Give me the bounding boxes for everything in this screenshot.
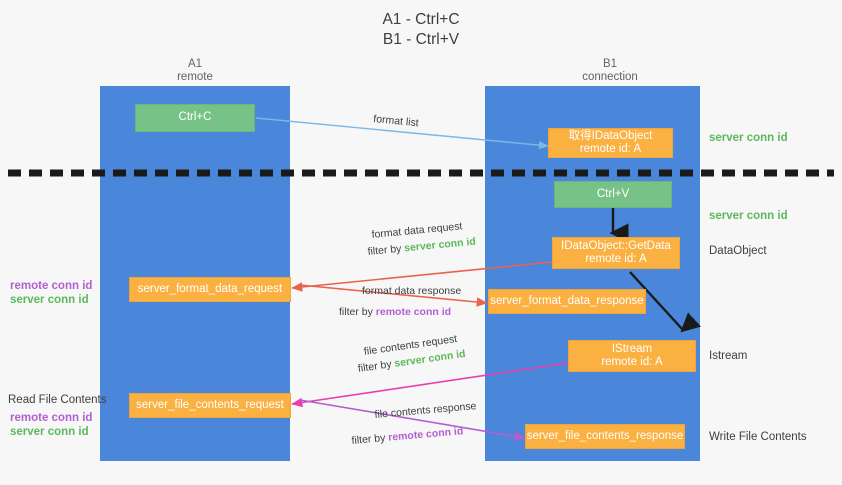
label-server-conn-id-2: server conn id: [10, 426, 89, 438]
node-server-format-data-response[interactable]: server_format_data_response: [488, 289, 646, 314]
label-dataobject: DataObject: [709, 245, 767, 257]
label-remote-conn-id-2: remote conn id: [10, 412, 93, 424]
label-server-conn-id-top: server conn id: [709, 132, 788, 144]
lane-header-b1: B1 connection: [555, 58, 665, 84]
filter-prefix-4: filter by: [351, 431, 389, 447]
node-getdata[interactable]: IDataObject::GetData remote id: A: [552, 237, 680, 269]
edge-label-format-data-response: format data response: [362, 285, 462, 297]
node-ctrl-c[interactable]: Ctrl+C: [135, 104, 255, 132]
filter-prefix-1: filter by: [367, 242, 405, 258]
node-istream-line2: remote id: A: [601, 356, 663, 368]
title-line-2: B1 - Ctrl+V: [382, 31, 460, 48]
edge-label-file-contents-response: file contents response: [374, 400, 477, 421]
node-getdata-line2: remote id: A: [585, 253, 647, 265]
label-conn-stack-bottom: remote conn id server conn id: [10, 411, 92, 439]
lane-b1-title: B1: [602, 58, 618, 70]
label-write-file-contents: Write File Contents: [709, 431, 807, 443]
node-getdata-line1: IDataObject::GetData: [561, 239, 671, 252]
title-line-1: A1 - Ctrl+C: [382, 11, 460, 28]
filter-prefix-3: filter by: [357, 357, 396, 375]
lane-a1-subtitle: remote: [177, 71, 213, 83]
label-server-conn-id-mid: server conn id: [709, 210, 788, 222]
diagram-title: A1 - Ctrl+C B1 - Ctrl+V: [0, 10, 842, 50]
node-server-format-data-response-label: server_format_data_response: [490, 294, 644, 307]
node-server-format-data-request-label: server_format_data_request: [137, 282, 283, 295]
edge-label-file-contents-response-filter: filter by remote conn id: [351, 424, 464, 448]
filter-prefix-2: filter by: [339, 306, 376, 318]
lane-b1-subtitle: connection: [582, 71, 638, 83]
lane-header-a1: A1 remote: [140, 58, 250, 84]
label-read-file-contents: Read File Contents: [8, 394, 107, 406]
node-istream-line1: IStream: [611, 342, 653, 355]
filter-target-4: remote conn id: [387, 425, 464, 444]
node-ctrl-v-label: Ctrl+V: [596, 187, 630, 200]
node-server-file-contents-response-label: server_file_contents_response: [526, 429, 684, 442]
lane-a1-title: A1: [187, 58, 203, 70]
label-istream: Istream: [709, 350, 748, 362]
edge-label-format-data-response-filter: filter by remote conn id: [339, 305, 451, 319]
node-get-idataobject-line2: remote id: A: [579, 143, 642, 155]
node-server-format-data-request[interactable]: server_format_data_request: [129, 277, 291, 302]
label-server-conn-id-1: server conn id: [10, 294, 89, 306]
node-get-idataobject-line1: 取得IDataObject: [568, 129, 653, 142]
label-remote-conn-id-1: remote conn id: [10, 280, 93, 292]
node-ctrl-c-label: Ctrl+C: [178, 111, 212, 124]
node-ctrl-v[interactable]: Ctrl+V: [554, 181, 672, 208]
node-server-file-contents-request[interactable]: server_file_contents_request: [129, 393, 291, 418]
node-get-idataobject[interactable]: 取得IDataObject remote id: A: [548, 128, 673, 158]
node-istream[interactable]: IStream remote id: A: [568, 340, 696, 372]
filter-target-2: remote conn id: [375, 306, 452, 318]
node-server-file-contents-request-label: server_file_contents_request: [136, 398, 284, 411]
node-server-file-contents-response[interactable]: server_file_contents_response: [525, 424, 685, 449]
filter-target-1: server conn id: [403, 235, 477, 255]
label-conn-stack-top: remote conn id server conn id: [10, 279, 92, 307]
edge-label-format-list: format list: [372, 112, 420, 130]
